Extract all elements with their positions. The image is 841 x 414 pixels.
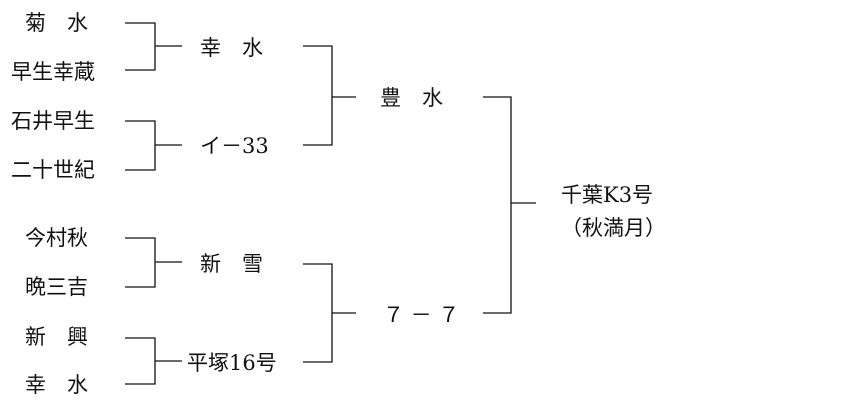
variety-kikusui: 菊 水 — [25, 11, 88, 35]
variety-chiba-k3: 千葉K3号 — [561, 183, 654, 207]
variety-shinsetsu: 新 雪 — [200, 252, 263, 276]
variety-kosui: 幸 水 — [200, 36, 263, 60]
connector-hosui-7-7 — [483, 96, 536, 314]
variety-kosui-parent: 幸 水 — [25, 373, 88, 397]
connector-imamuraaki-bansankichi — [125, 237, 182, 288]
variety-nijisseiki: 二十世紀 — [11, 158, 95, 182]
connector-ishiiwase-nijisseiki — [125, 120, 182, 171]
variety-shinko: 新 興 — [25, 325, 88, 349]
variety-bansankichi: 晩三吉 — [25, 275, 88, 299]
variety-imamura-aki: 今村秋 — [25, 226, 88, 250]
connector-shinsetsu-hiratsuka16 — [303, 263, 356, 363]
connector-shinko-kosui — [125, 337, 182, 385]
variety-hiratsuka-16: 平塚16号 — [187, 351, 277, 375]
variety-hosui: 豊 水 — [380, 86, 443, 110]
variety-7-7: ７ － ７ — [383, 303, 460, 327]
connector-kosui-i33 — [303, 45, 356, 146]
variety-wase-kozo: 早生幸蔵 — [11, 60, 95, 84]
variety-i-33: イ－33 — [200, 134, 269, 158]
connector-kikusui-wasekozo — [125, 22, 182, 71]
variety-ishii-wase: 石井早生 — [11, 109, 95, 133]
variety-akimangetsu-alias: （秋満月） — [561, 216, 666, 240]
